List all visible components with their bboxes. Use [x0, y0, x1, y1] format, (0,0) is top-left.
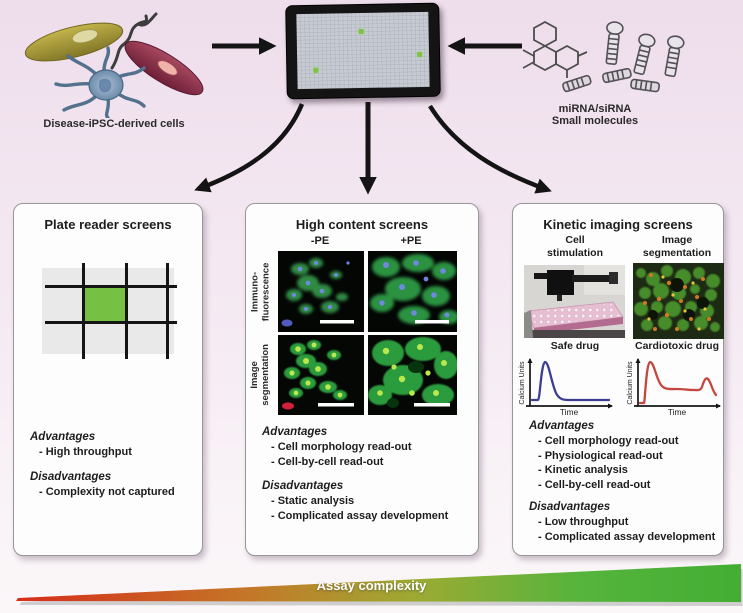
safe-drug-trace [530, 360, 611, 402]
safe-drug-calcium-trace-chart: Calcium Units Time [519, 357, 614, 416]
advantage-item: - High throughput [39, 445, 132, 458]
molecules-label-line2: Small molecules [551, 115, 639, 127]
scale-bar [415, 320, 449, 324]
image-segmentation-label: Image segmentation [631, 234, 723, 259]
x-axis-label: Time [668, 407, 687, 416]
panel-kinetic-imaging-screens: Kinetic imaging screens Cell stimulation… [512, 203, 724, 556]
disadvantages-heading: Disadvantages [262, 480, 344, 493]
panel-title: Plate reader screens [44, 217, 172, 232]
column-label-minus-pe: -PE [310, 235, 330, 247]
scale-bar [414, 403, 450, 407]
micrograph-segmentation-plus-pe [368, 335, 457, 415]
fibroblast-cell-icon [24, 22, 124, 62]
grid-line [166, 263, 169, 359]
cardiotoxic-drug-trace [638, 360, 718, 405]
pros-cons-list: Advantages - Cell morphology read-out - … [529, 419, 718, 545]
cardiotoxic-drug-caption: Cardiotoxic drug [634, 340, 719, 352]
panel-title: Kinetic imaging screens [543, 217, 693, 232]
label-line: segmentation [642, 246, 712, 259]
hit-well-icon [417, 51, 423, 58]
column-label-plus-pe: +PE [400, 235, 422, 247]
advantage-item: - Physiological read-out [538, 449, 663, 462]
red-marker-icon [282, 402, 294, 410]
well-grid-graphic [42, 263, 177, 359]
panel-title: High content screens [295, 217, 429, 232]
advantage-item: - Cell morphology read-out [271, 440, 412, 453]
pros-cons-list: Advantages - Cell morphology read-out - … [262, 425, 473, 523]
micrograph-immunofluorescence-plus-pe [368, 251, 457, 332]
grid-line [125, 263, 128, 359]
disadvantage-item: - Complicated assay development [271, 509, 449, 522]
sirna-hairpin-icons [562, 21, 685, 93]
plate-wells-grid [296, 11, 430, 90]
hit-well-icon [358, 28, 364, 35]
advantages-heading: Advantages [30, 431, 96, 443]
axon-squiggle-icon [110, 12, 158, 70]
neuron-cell-icon [54, 46, 146, 118]
y-axis-label: Calcium Units [627, 361, 634, 405]
disadvantage-item: - Complicated assay development [538, 531, 716, 543]
cardiotoxic-drug-calcium-trace-chart: Calcium Units Time [627, 357, 722, 416]
cell-stimulation-photo [524, 265, 625, 338]
x-axis-label: Time [560, 407, 579, 416]
multiwell-plate [285, 2, 441, 100]
assay-complexity-wedge [16, 564, 743, 606]
grid-line [45, 285, 177, 288]
molecules-label-line1: miRNA/siRNA [558, 103, 632, 115]
neuron-nucleus [98, 78, 112, 93]
disadvantage-item: - Static analysis [271, 495, 355, 508]
safe-drug-caption: Safe drug [550, 340, 600, 352]
advantage-item: - Cell-by-cell read-out [271, 455, 384, 468]
image-segmentation-photo [633, 263, 724, 339]
blue-marker-icon [281, 319, 293, 327]
advantage-item: - Kinetic analysis [538, 464, 628, 477]
ipsc-cells-illustration [24, 12, 204, 118]
panel-plate-reader-screens: Plate reader screens Advantages - High t… [13, 203, 203, 556]
molecules-illustration [522, 20, 685, 93]
hit-well-icon [313, 67, 319, 73]
disadvantages-heading: Disadvantages [30, 470, 112, 483]
disadvantages-heading: Disadvantages [529, 501, 611, 514]
advantages-heading: Advantages [529, 420, 595, 432]
molecules-label: miRNA/siRNA Small molecules [520, 103, 670, 127]
row-label-line: fluorescence [260, 262, 271, 321]
y-axis-label: Calcium Units [519, 361, 526, 405]
pros-cons-list: Advantages - High throughput Disadvantag… [30, 430, 197, 499]
row-label-line: Immuno- [249, 271, 261, 312]
row-label-image-segmentation: Image segmentation [247, 335, 275, 415]
label-line: Image [661, 234, 693, 246]
advantage-item: - Cell-by-cell read-out [538, 478, 651, 491]
cell-stimulation-label: Cell stimulation [525, 234, 625, 259]
grid-line [82, 263, 85, 359]
muscle-cell-icon [124, 40, 204, 96]
disadvantage-item: - Complexity not captured [39, 485, 175, 498]
grid-line [45, 321, 177, 324]
row-label-immunofluorescence: Immuno- fluorescence [247, 251, 275, 332]
assay-complexity-label: Assay complexity [316, 578, 427, 593]
row-label-line: segmentation [260, 344, 272, 406]
scale-bar [320, 320, 354, 324]
advantages-heading: Advantages [262, 426, 328, 438]
scale-bar [318, 403, 354, 407]
positive-well-icon [85, 288, 125, 321]
label-line: Cell [565, 234, 585, 246]
small-molecule-structure-icon [522, 20, 588, 78]
panel-high-content-screens: High content screens -PE +PE Immuno- flu… [245, 203, 479, 556]
micrograph-immunofluorescence-minus-pe [278, 251, 364, 332]
micrograph-segmentation-minus-pe [278, 335, 364, 415]
advantage-item: - Cell morphology read-out [538, 434, 679, 447]
cells-label: Disease-iPSC-derived cells [43, 118, 185, 130]
label-line: stimulation [546, 246, 603, 259]
disadvantage-item: - Low throughput [538, 516, 629, 529]
